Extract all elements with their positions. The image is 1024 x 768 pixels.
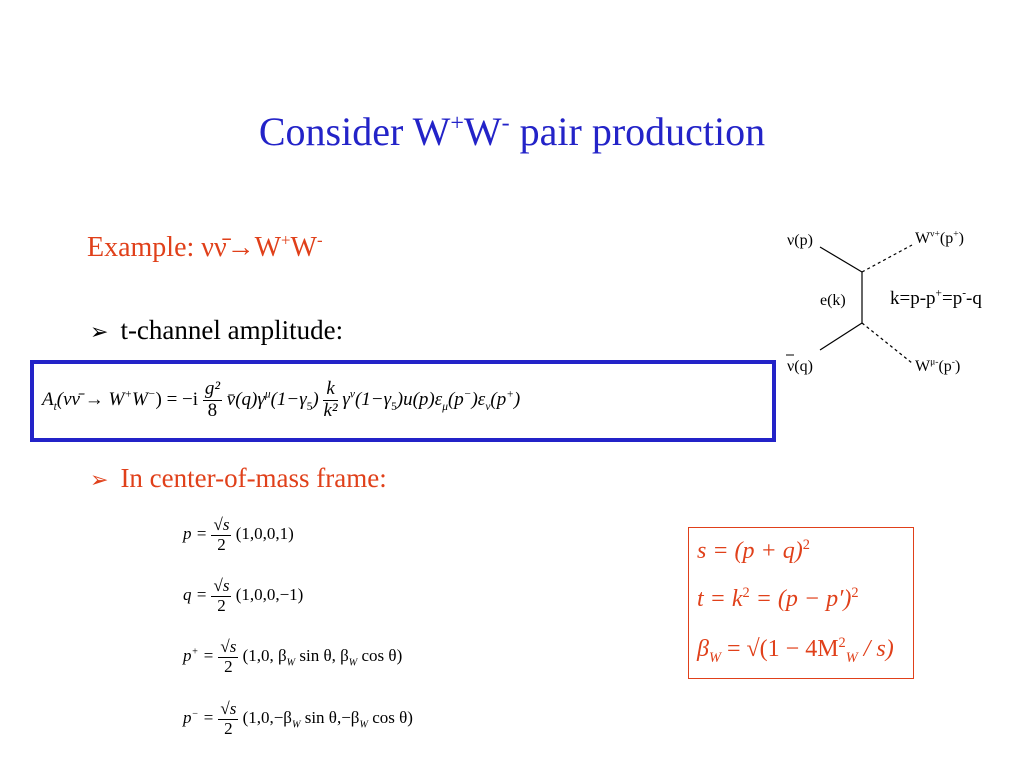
w-minus-line: [861, 322, 913, 364]
label-nu-p: ν(p): [787, 232, 813, 249]
label-e-k: e(k): [820, 292, 846, 309]
label-nubar-q: ν(q): [787, 358, 813, 375]
bullet-t-channel: ➢t-channel amplitude:: [90, 315, 344, 345]
beta-definition: βW = √(1 − 4M2W / s): [697, 635, 894, 666]
arrow-bullet-icon: ➢: [90, 320, 109, 345]
slide-title: Consider W+W- pair production: [258, 109, 766, 154]
feynman-diagram: [786, 244, 913, 364]
s-definition: s = (p + q)2: [697, 537, 810, 564]
t-definition: t = k2 = (p − p′)2: [697, 585, 859, 612]
neutrino-line-top: [819, 246, 863, 273]
bullet-cm-frame: ➢In center-of-mass frame:: [90, 463, 387, 493]
arrow-bullet-icon: ➢: [90, 468, 109, 493]
w-plus-line: [861, 244, 913, 273]
momentum-relation: k=p-p+=p--q: [890, 287, 982, 309]
label-w-minus: Wμ-(p-): [915, 356, 961, 375]
label-w-plus: Wν+(p+): [915, 228, 964, 247]
kinematics-box: s = (p + q)2 t = k2 = (p − p′)2 βW = √(1…: [688, 527, 914, 679]
example-line: Example: νν̄→W+W-: [87, 230, 323, 263]
neutrino-line-bottom: [819, 322, 863, 351]
